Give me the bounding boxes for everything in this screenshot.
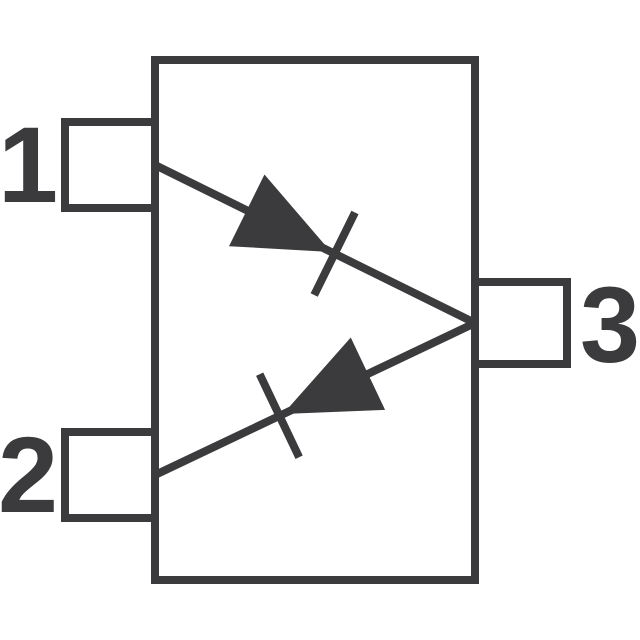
pin1-pad — [61, 118, 159, 212]
package-outline — [151, 56, 479, 584]
diode1-cathode-bar-icon — [310, 210, 359, 297]
diode2-anode-triangle-icon — [283, 337, 386, 414]
diagram-root — [61, 56, 571, 584]
diode2-cathode-bar-icon — [256, 372, 303, 459]
pin3-label: 3 — [580, 264, 640, 385]
pin-labels: 1 2 3 — [0, 104, 640, 535]
pin3-pad — [471, 278, 571, 368]
pin2-label: 2 — [0, 414, 58, 535]
diode2-symbol — [256, 337, 386, 459]
diode1-anode-triangle-icon — [229, 174, 331, 252]
pin2-pad — [61, 428, 159, 522]
pin1-label: 1 — [0, 104, 58, 225]
diode1-symbol — [229, 174, 359, 297]
